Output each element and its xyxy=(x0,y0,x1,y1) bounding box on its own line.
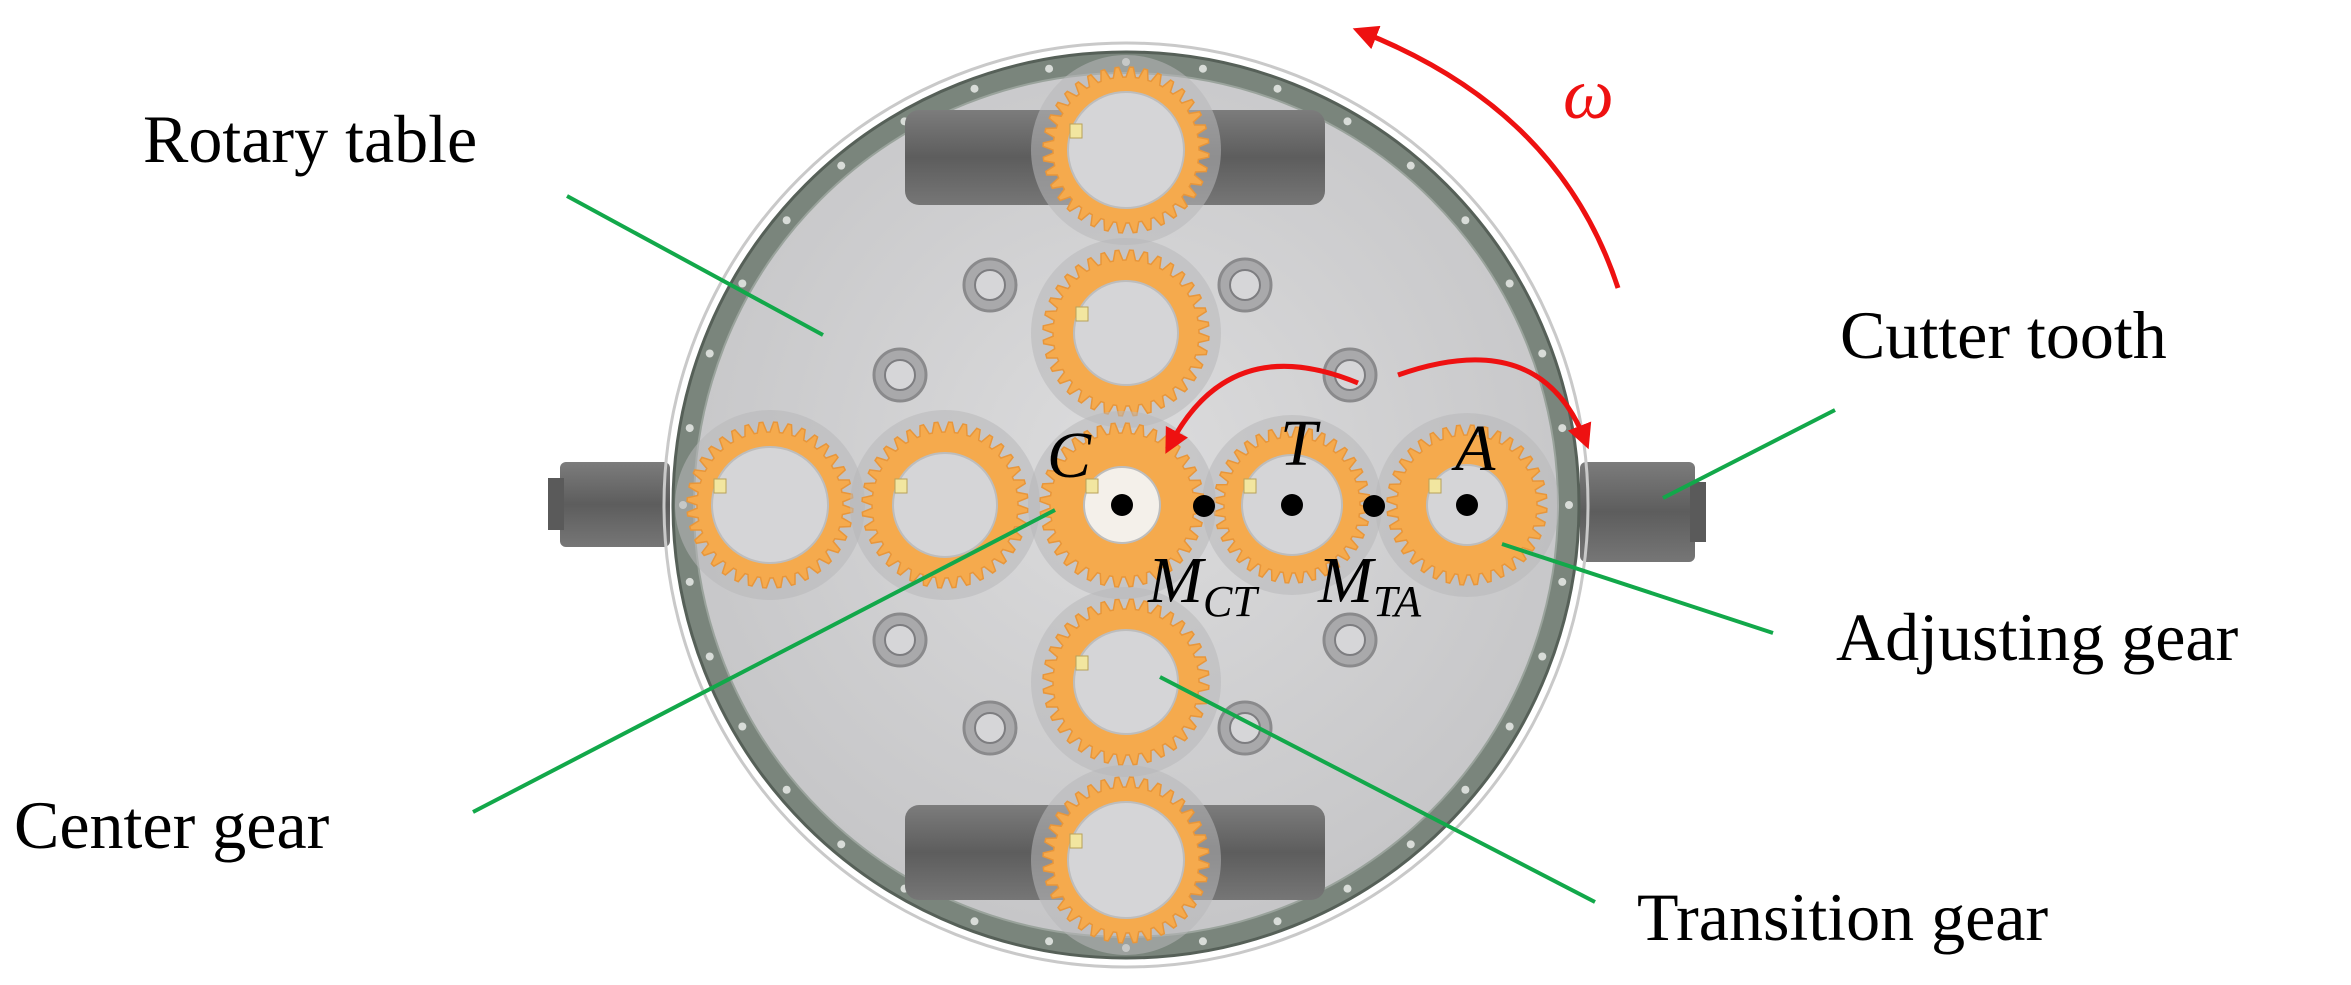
point-label-c: C xyxy=(1047,419,1092,492)
outer-gear-bottom xyxy=(1031,765,1221,955)
gear-hub xyxy=(1073,629,1179,735)
label-center-gear: Center gear xyxy=(14,787,330,863)
point-a-dot xyxy=(1456,494,1478,516)
outer-gear-left xyxy=(675,410,865,600)
gear-hub xyxy=(1067,801,1185,919)
bolt-holes xyxy=(872,257,1378,756)
point-label-m-ct-main: M xyxy=(1147,544,1207,617)
point-label-m-ta: MTA xyxy=(1317,544,1422,626)
rim-screw xyxy=(970,917,979,926)
bolt-hole-inner xyxy=(884,359,916,391)
omega-arrow xyxy=(1352,25,1621,289)
omega-label: ω xyxy=(1563,54,1614,134)
side-block-left-cap xyxy=(548,478,564,530)
rim-screw xyxy=(1273,84,1282,93)
bolt-hole-inner xyxy=(974,712,1006,744)
rim-screw xyxy=(1406,840,1415,849)
bolt-hole-inner xyxy=(1229,269,1261,301)
side-block-left xyxy=(560,462,670,547)
point-m-ct-dot xyxy=(1193,495,1215,517)
rim-screw xyxy=(1343,884,1352,893)
rim-screw xyxy=(1538,652,1547,661)
gear-key xyxy=(713,478,727,494)
gear-key xyxy=(1069,123,1083,139)
bolt-hole-inner xyxy=(974,269,1006,301)
gear-key xyxy=(1075,655,1089,671)
transition-gear-left xyxy=(850,410,1040,600)
gear-key xyxy=(1428,478,1442,494)
rim-screw xyxy=(685,577,694,586)
outer-gear-top xyxy=(1031,55,1221,245)
rim-screw xyxy=(1406,161,1415,170)
label-transition-gear: Transition gear xyxy=(1637,879,2048,955)
rim-screw xyxy=(1198,64,1207,73)
point-c-dot xyxy=(1111,494,1133,516)
rim-screw xyxy=(782,785,791,794)
rim-screw xyxy=(1558,424,1567,433)
transition-gear-t xyxy=(1202,415,1382,595)
point-label-m-ta-main: M xyxy=(1317,544,1377,617)
rim-screw xyxy=(1045,937,1054,946)
bolt-hole-inner xyxy=(1334,624,1366,656)
rim-screw xyxy=(1343,117,1352,126)
rotary-table-outline xyxy=(662,41,1590,969)
label-adjusting-gear: Adjusting gear xyxy=(1836,599,2239,675)
gear-key xyxy=(1243,478,1257,494)
gear-hub xyxy=(1073,280,1179,386)
gear-hub xyxy=(892,452,998,558)
bolt-hole-inner xyxy=(884,624,916,656)
transfer-arrow-left xyxy=(1165,363,1359,454)
leader-transition-gear xyxy=(1159,675,1596,904)
rim-screw xyxy=(1461,785,1470,794)
rim-screw xyxy=(705,349,714,358)
gear-key xyxy=(1075,306,1089,322)
leader-adjusting-gear xyxy=(1501,542,1774,635)
gear-key xyxy=(894,478,908,494)
label-cutter-tooth: Cutter tooth xyxy=(1840,297,2167,373)
rim-screw xyxy=(1505,279,1514,288)
rim-screw xyxy=(1538,349,1547,358)
point-label-m-ta-sub: TA xyxy=(1373,577,1422,626)
rim-screw xyxy=(1565,501,1573,509)
rim-screw xyxy=(837,161,846,170)
rim-screw xyxy=(738,722,747,731)
transition-gear-top xyxy=(1031,238,1221,428)
transfer-arrow-right xyxy=(1397,357,1592,450)
leader-rotary-table xyxy=(566,194,824,337)
rim-screw xyxy=(837,840,846,849)
rim-screw xyxy=(1461,216,1470,225)
leader-center-gear xyxy=(472,508,1056,814)
side-block-right-cap xyxy=(1690,482,1706,542)
rim-screw xyxy=(1558,577,1567,586)
transition-gear-bottom xyxy=(1031,587,1221,777)
gear-hub xyxy=(711,446,829,564)
rim-screw xyxy=(1505,722,1514,731)
rim-screw xyxy=(685,424,694,433)
gear-key xyxy=(1085,478,1099,494)
label-rotary-table: Rotary table xyxy=(143,101,477,177)
point-label-m-ct: MCT xyxy=(1147,544,1260,626)
point-label-t: T xyxy=(1280,407,1321,480)
side-block-right xyxy=(1580,462,1695,562)
rim-screw xyxy=(705,652,714,661)
gear-hub xyxy=(1067,91,1185,209)
rim-screw xyxy=(1273,917,1282,926)
gear-group xyxy=(675,55,1559,955)
point-m-ta-dot xyxy=(1363,495,1385,517)
point-t-dot xyxy=(1281,494,1303,516)
point-label-a: A xyxy=(1451,412,1496,485)
point-label-m-ct-sub: CT xyxy=(1203,577,1260,626)
gear-key xyxy=(1069,833,1083,849)
leader-cutter-tooth xyxy=(1662,408,1836,500)
rim-screw xyxy=(738,279,747,288)
rim-screw xyxy=(1198,937,1207,946)
rim-screw xyxy=(782,216,791,225)
rim-screw xyxy=(970,84,979,93)
rim-screw xyxy=(1045,64,1054,73)
